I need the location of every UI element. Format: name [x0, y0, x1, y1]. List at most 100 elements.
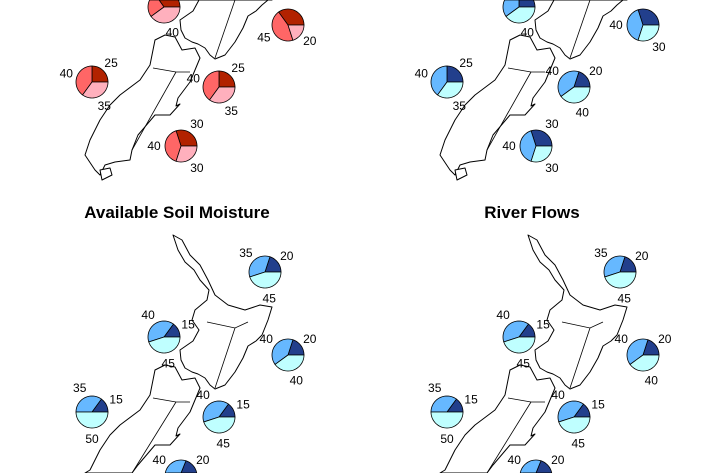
north-island-outline: [527, 234, 628, 390]
pie-label-dark: 15: [464, 393, 478, 407]
north-island-outline: [172, 0, 273, 60]
pie-label-dark: 20: [635, 249, 649, 263]
pie-slice-medium: [147, 0, 165, 17]
pie-slice-dark: [158, 0, 181, 8]
pie-slice-light: [637, 24, 660, 42]
pie-label-dark: 20: [589, 64, 603, 78]
pie-label-medium: 40: [415, 67, 429, 81]
pie-label-medium: 45: [257, 30, 271, 44]
region-boundary: [569, 0, 591, 59]
pie-label-light: 40: [645, 374, 659, 388]
pie-chart-site-D: 15 35 50: [428, 381, 478, 446]
nz-map-outline: [84, 234, 273, 473]
pie-slice-dark: [573, 403, 591, 418]
pie-label-medium: 40: [141, 308, 155, 322]
stewart-island-outline: [99, 167, 113, 181]
pie-label-medium: 40: [187, 72, 201, 86]
region-boundary: [214, 327, 236, 389]
pie-chart-site-C: 40 30: [609, 8, 666, 54]
region-boundary: [214, 0, 236, 59]
pie-slice-medium: [502, 0, 520, 17]
pie-slice-light: [629, 354, 660, 372]
pie-slice-light: [558, 416, 591, 434]
north-island-outline: [527, 0, 628, 60]
pie-label-dark: 25: [459, 56, 473, 70]
pie-slice-medium: [164, 459, 187, 473]
pie-slice-light: [148, 336, 181, 354]
pie-slice-light: [203, 416, 236, 434]
pie-label-light: 45: [263, 292, 277, 306]
pie-label-medium: 40: [147, 139, 161, 153]
region-boundary: [131, 71, 177, 151]
stewart-island-outline: [454, 167, 468, 181]
pie-label-light: 45: [572, 437, 586, 451]
pie-label-light: 45: [217, 437, 231, 451]
pie-slice-dark: [163, 323, 181, 338]
pie-slice-medium: [147, 320, 174, 343]
pie-label-light: 20: [303, 34, 317, 48]
pie-label-medium: 35: [73, 381, 87, 395]
pie-chart-site-B: 40: [147, 0, 181, 40]
pie-label-dark: 20: [280, 249, 294, 263]
south-island-outline: [439, 34, 556, 176]
pie-label-medium: 35: [428, 381, 442, 395]
pie-label-medium: 40: [609, 18, 623, 32]
south-island-outline: [439, 364, 556, 473]
pie-slice-dark: [518, 323, 536, 338]
pie-slice-dark: [175, 129, 198, 147]
pie-label-medium: 40: [153, 453, 167, 467]
region-boundary: [131, 401, 177, 473]
pie-slice-dark: [446, 65, 464, 83]
pie-chart-site-B: 40: [502, 0, 536, 40]
pie-slice-dark: [530, 129, 553, 147]
panel-title-soil-moisture: Available Soil Moisture: [84, 203, 269, 222]
pie-slice-dark: [218, 70, 236, 88]
nz-map-outline: [439, 0, 628, 181]
pie-label-medium: 40: [551, 388, 565, 402]
pie-slice-light: [75, 411, 109, 429]
pie-label-medium: 40: [496, 308, 510, 322]
pie-slice-light: [249, 271, 282, 289]
pie-label-dark: 15: [536, 318, 550, 332]
pie-label-dark: 30: [545, 117, 559, 131]
pie-label-light: 30: [652, 40, 666, 54]
pie-label-medium: 40: [60, 67, 74, 81]
pie-label-dark: 25: [231, 61, 245, 75]
pie-label-light: 45: [162, 357, 176, 371]
pie-slice-light: [530, 145, 553, 163]
pie-slice-medium: [519, 459, 542, 473]
pie-slice-medium: [164, 130, 182, 162]
pie-label-medium: 40: [615, 332, 629, 346]
pie-slice-dark: [518, 0, 536, 8]
pie-slice-medium: [519, 130, 537, 162]
nz-map-outline: [439, 234, 628, 473]
pie-slice-dark: [446, 398, 464, 413]
pie-label-medium: 40: [508, 453, 522, 467]
pie-slice-light: [505, 6, 536, 24]
pie-slice-light: [604, 271, 637, 289]
pie-label-medium: 40: [546, 64, 560, 78]
south-island-outline: [84, 34, 201, 176]
pie-slice-dark: [637, 8, 660, 26]
pie-slice-medium: [430, 65, 448, 96]
pie-slice-medium: [271, 11, 294, 42]
pie-slice-medium: [557, 70, 580, 97]
region-boundary: [486, 401, 532, 473]
pie-label-dark: 30: [190, 117, 204, 131]
panel-title-river-flows: River Flows: [484, 203, 579, 222]
pie-label-light: 50: [440, 432, 454, 446]
pie-label-dark: 25: [104, 56, 118, 70]
pie-label-medium: 40: [196, 388, 210, 402]
pie-label-light: 40: [166, 26, 180, 40]
